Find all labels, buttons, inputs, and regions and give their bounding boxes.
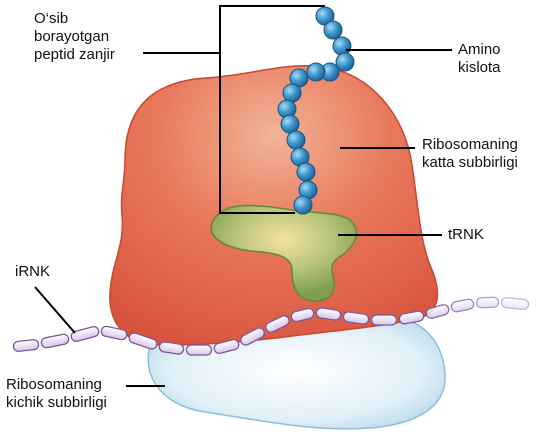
mrna-strand xyxy=(12,296,530,356)
mrna-codon-segment xyxy=(213,338,240,355)
mrna-codon-segment xyxy=(398,310,425,325)
mrna-codon-segment xyxy=(370,314,398,326)
mrna-codon-segment xyxy=(70,326,100,342)
mrna-codon-segment xyxy=(265,315,290,333)
peptide-bracket-line xyxy=(219,5,325,214)
amino-acid-bead xyxy=(306,62,326,82)
mrna-codon-segment xyxy=(128,332,158,350)
mrna-codon-segment xyxy=(158,341,185,355)
amino-acid-bead xyxy=(296,162,316,182)
mrna-label: iRNK xyxy=(15,263,51,280)
trna-label: tRNK xyxy=(448,226,484,243)
amino-acid-label: Amino kislota xyxy=(458,41,501,76)
amino-acid-bead xyxy=(323,20,343,40)
amino-acid-bead xyxy=(335,52,355,72)
large-subunit-shape xyxy=(109,65,439,346)
mrna-codon-segment xyxy=(12,339,40,352)
small-subunit-label: Ribosomaning kichik subbirligi xyxy=(6,376,107,411)
amino-acid-bead xyxy=(332,36,352,56)
peptide-chain-label: O‘sib borayotgan peptid zanjir xyxy=(34,10,115,63)
mrna-codon-segment xyxy=(500,296,530,311)
mrna-codon-segment xyxy=(185,344,213,356)
amino-acid-bead xyxy=(280,114,300,134)
mrna-codon-segment xyxy=(425,304,450,319)
trna-shape xyxy=(210,204,358,302)
mrna-codon-segment xyxy=(315,307,342,321)
mrna-leader-line xyxy=(34,286,76,334)
mrna-codon-segment xyxy=(40,333,70,349)
amino-acid-bead xyxy=(282,83,302,103)
mrna-codon-segment xyxy=(100,325,128,341)
mrna-codon-segment xyxy=(342,311,370,325)
amino-acid-bead xyxy=(293,195,313,215)
amino-acid-bead xyxy=(286,130,306,150)
large-subunit-label: Ribosomaning katta subbirligi xyxy=(422,136,518,171)
mrna-codon-segment xyxy=(290,307,315,323)
mrna-codon-segment xyxy=(450,298,475,313)
mrna-codon-segment xyxy=(475,296,500,309)
mrna-codon-segment xyxy=(240,327,265,346)
